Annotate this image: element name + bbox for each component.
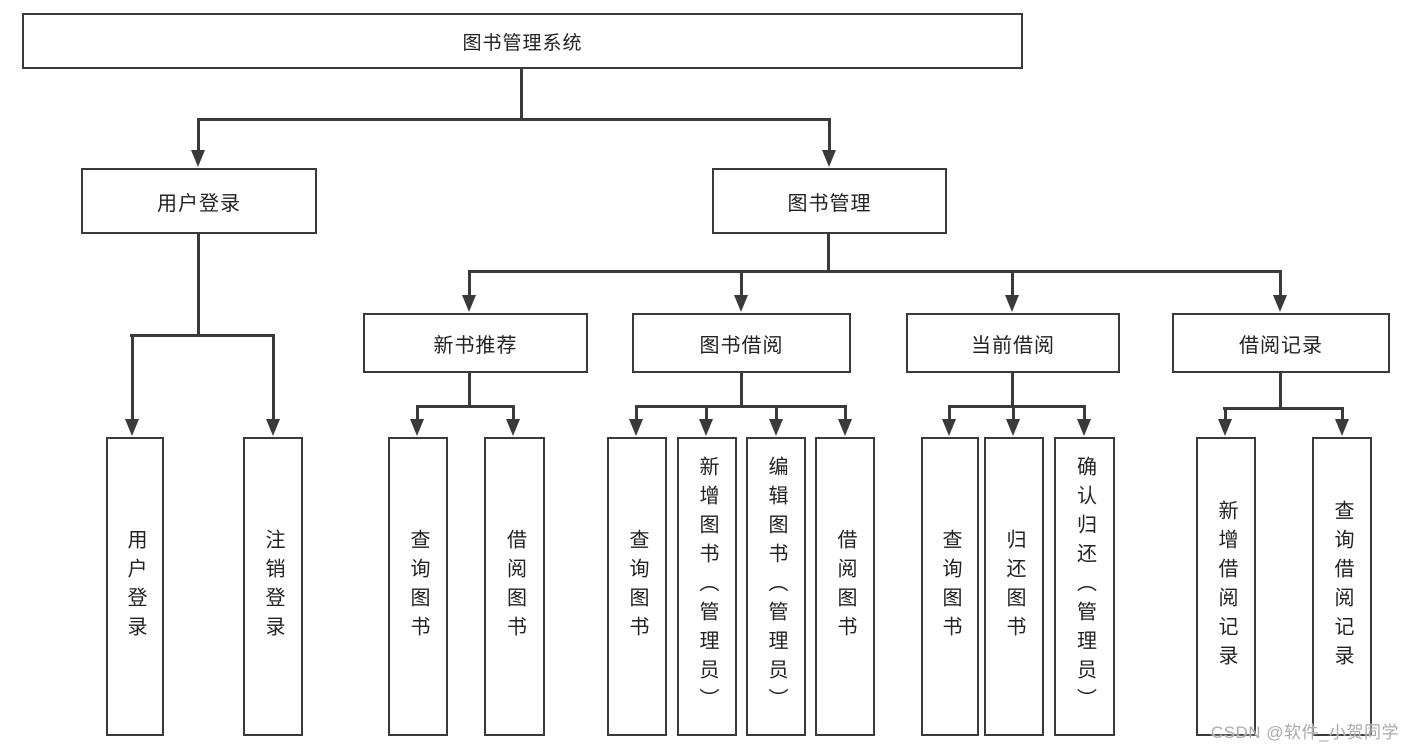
arrow-down-icon [629,419,643,436]
connector-line [468,270,1282,273]
connector-line [1341,408,1344,424]
leaf-query-books-current: 查询图书 [921,437,979,736]
connector-line [197,234,200,336]
connector-line [948,406,951,424]
connector-line [416,405,515,408]
connector-line [130,334,275,337]
leaf-borrow-books-recommend: 借阅图书 [484,437,545,736]
leaf-return-book: 归还图书 [984,437,1044,736]
connector-line [416,406,419,424]
connector-line [635,406,638,424]
connector-line [520,69,523,120]
arrow-down-icon [838,419,852,436]
arrow-down-icon [125,419,139,436]
connector-line [131,335,134,424]
connector-line [827,234,830,272]
connector-line [512,406,515,424]
node-book-management: 图书管理 [712,168,947,234]
connector-line [705,406,708,424]
connector-line [635,405,847,408]
connector-line [1279,271,1282,300]
arrow-down-icon [734,295,748,312]
connector-line [1011,271,1014,300]
arrow-down-icon [699,419,713,436]
connector-line [1279,373,1282,409]
node-book-borrow: 图书借阅 [632,313,851,373]
connector-line [197,119,200,155]
connector-line [948,405,1086,408]
arrow-down-icon [191,150,205,167]
leaf-query-books-borrow: 查询图书 [607,437,667,736]
leaf-add-book-admin: 新增图书（管理员） [677,437,737,736]
connector-line [1083,406,1086,424]
leaf-user-login: 用户登录 [106,437,164,736]
connector-line [1223,407,1344,410]
connector-line [844,406,847,424]
arrow-down-icon [1005,295,1019,312]
connector-line [1012,406,1015,424]
connector-line [468,373,471,407]
arrow-down-icon [506,419,520,436]
arrow-down-icon [1273,295,1287,312]
connector-line [1011,373,1014,407]
node-user-login: 用户登录 [81,168,317,234]
arrow-down-icon [822,150,836,167]
arrow-down-icon [266,419,280,436]
connector-line [197,118,831,121]
node-borrow-records: 借阅记录 [1172,313,1390,373]
leaf-confirm-return-admin: 确认归还（管理员） [1054,437,1115,736]
arrow-down-icon [1218,419,1232,436]
arrow-down-icon [942,419,956,436]
leaf-logout: 注销登录 [243,437,303,736]
csdn-watermark: CSDN @软件_小贺同学 [1210,723,1399,742]
arrow-down-icon [769,419,783,436]
leaf-edit-book-admin: 编辑图书（管理员） [746,437,806,736]
arrow-down-icon [462,295,476,312]
arrow-down-icon [1077,419,1091,436]
arrow-down-icon [410,419,424,436]
connector-line [775,406,778,424]
leaf-query-borrow-record: 查询借阅记录 [1312,437,1372,736]
arrow-down-icon [1006,419,1020,436]
node-library-management-system: 图书管理系统 [22,13,1023,69]
leaf-add-borrow-record: 新增借阅记录 [1196,437,1256,736]
leaf-borrow-books: 借阅图书 [815,437,875,736]
leaf-query-books-recommend: 查询图书 [388,437,448,736]
connector-line [828,119,831,155]
connector-line [740,271,743,300]
node-current-borrow: 当前借阅 [906,313,1120,373]
arrow-down-icon [1335,419,1349,436]
connector-line [272,335,275,424]
connector-line [740,373,743,407]
connector-line [468,271,471,300]
connector-line [1224,408,1227,424]
node-new-book-recommend: 新书推荐 [363,313,588,373]
